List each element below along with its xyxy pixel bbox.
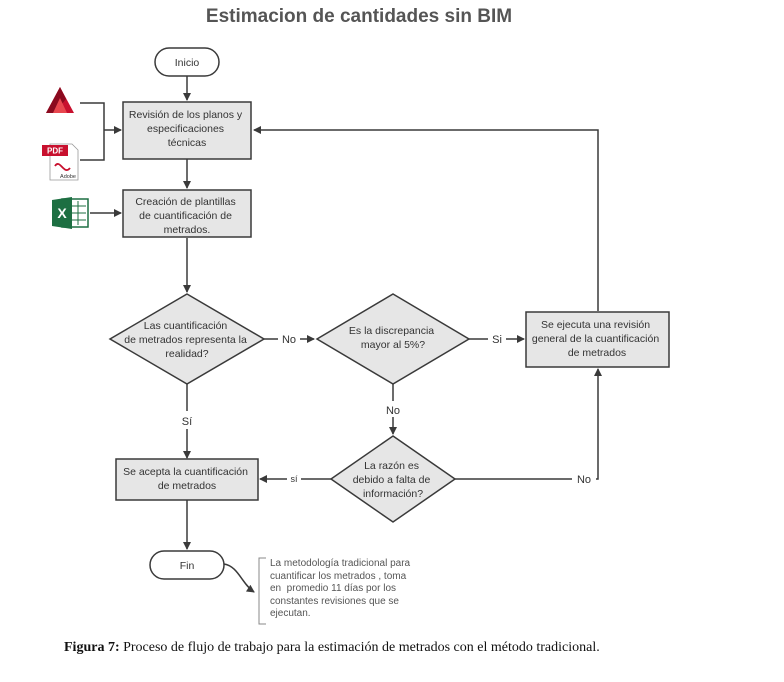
- revision-general-line-2: general de la cuantificación: [532, 333, 659, 345]
- svg-text:Las cuantificación de me: Las cuantificación de metrados represent…: [124, 320, 250, 360]
- edge-fin-note: [223, 563, 255, 593]
- caption-text: Proceso de flujo de trabajo para la esti…: [123, 640, 600, 655]
- note-line-4: constantes revisiones que se: [270, 595, 399, 607]
- excel-icon: X: [52, 197, 89, 229]
- note-bracket: [258, 557, 266, 625]
- end-node: Fin: [149, 550, 225, 580]
- decision1-line-1: Las cuantificación: [144, 320, 228, 332]
- edge-label-d1-no: No: [282, 334, 296, 346]
- decision-discrepancia: Es la discrepancia mayor al 5%?: [315, 293, 471, 385]
- revision-general-line-3: de metrados: [568, 347, 626, 359]
- note-line-2: cuantificar los metrados , toma: [270, 570, 407, 582]
- creacion-line-1: Creación de plantillas: [135, 196, 235, 208]
- edge-label-d3-si: sí: [290, 474, 298, 484]
- svg-text:Revisión de los planos y: Revisión de los planos y especificacione…: [129, 109, 245, 149]
- excel-letter: X: [57, 205, 67, 221]
- autocad-icon: [46, 87, 74, 113]
- process-revision-general: Se ejecuta una revisión general de la cu…: [525, 311, 670, 368]
- edge-autocad-revision: [80, 102, 105, 161]
- edge-label-d3-no: No: [577, 474, 591, 486]
- note-line-5: ejecutan.: [270, 608, 311, 619]
- note-line-3: en promedio 11 días por los: [270, 583, 397, 594]
- decision2-line-2: mayor al 5%?: [361, 339, 425, 351]
- pdf-icon: PDF Adobe: [42, 143, 79, 181]
- decision3-line-1: La razón es: [364, 460, 419, 472]
- acepta-line-1: Se acepta la cuantificación: [123, 466, 248, 478]
- decision1-line-2: de metrados representa la: [124, 334, 247, 346]
- edge-decision3-revision-general: [455, 368, 602, 480]
- svg-text:Se ejecuta una revisión: Se ejecuta una revisión general de la cu…: [532, 319, 662, 359]
- decision3-line-2: debido a falta de: [353, 474, 431, 486]
- edge-label-d2-no: No: [386, 405, 400, 417]
- process-revision-planos: Revisión de los planos y especificacione…: [122, 101, 252, 160]
- edge-label-d2-si: Si: [492, 334, 502, 346]
- decision2-line-1: Es la discrepancia: [349, 325, 434, 337]
- start-node: Inicio: [154, 47, 220, 77]
- decision3-line-3: información?: [363, 488, 423, 500]
- process-creacion-plantillas: Creación de plantillas de cuantificación…: [122, 189, 252, 238]
- decision-falta-informacion: La razón es debido a falta de informació…: [329, 435, 457, 523]
- revision-line-3: técnicas: [168, 137, 207, 149]
- figure-caption: Figura 7: Proceso de flujo de trabajo pa…: [64, 640, 764, 656]
- revision-line-1: Revisión de los planos y: [129, 109, 243, 121]
- note-line-1: La metodología tradicional para: [270, 558, 411, 569]
- process-acepta-cuantificacion: Se acepta la cuantificación de metrados: [115, 458, 259, 501]
- revision-general-line-1: Se ejecuta una revisión: [541, 319, 650, 331]
- decision1-line-3: realidad?: [165, 348, 208, 360]
- svg-text:La razón es debido a fal: La razón es debido a falta de informació…: [353, 460, 434, 500]
- creacion-line-3: metrados.: [164, 224, 211, 236]
- acepta-line-2: de metrados: [158, 480, 216, 492]
- diagram-title: Estimacion de cantidades sin BIM: [205, 6, 513, 27]
- svg-text:Es la discrepancia mayor: Es la discrepancia mayor al 5%?: [349, 325, 437, 351]
- creacion-line-2: de cuantificación de: [139, 210, 232, 222]
- edge-revision-general-loop: [253, 126, 599, 311]
- pdf-badge-label: PDF: [47, 147, 63, 156]
- svg-text:Creación de plantillas d: Creación de plantillas de cuantificación…: [135, 196, 238, 236]
- caption-label: Figura 7:: [64, 640, 120, 655]
- revision-line-2: especificaciones: [147, 123, 224, 135]
- edge-label-d1-si: Sí: [182, 416, 192, 428]
- decision-representa-realidad: Las cuantificación de metrados represent…: [108, 293, 266, 385]
- annotation-note: La metodología tradicional para cuantifi…: [270, 558, 430, 621]
- pdf-sub-label: Adobe: [60, 174, 76, 180]
- start-node-label: Inicio: [175, 57, 200, 69]
- svg-text:Se acepta la cuantificación: Se acepta la cuantificación de metrados: [123, 466, 251, 492]
- end-node-label: Fin: [180, 560, 195, 572]
